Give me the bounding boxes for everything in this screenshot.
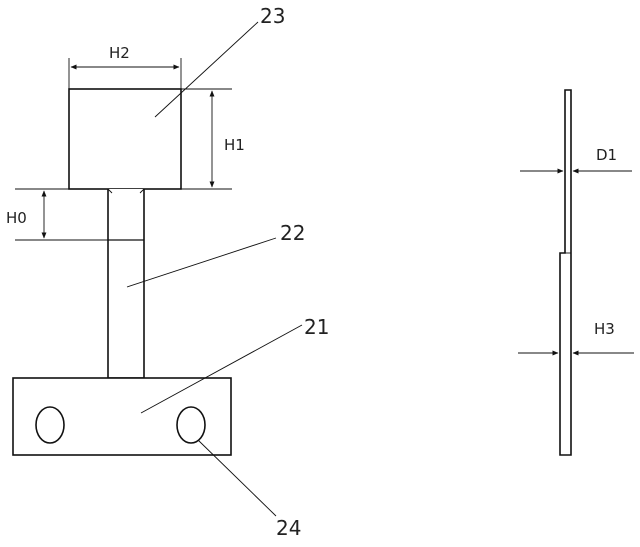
dimension-h3: H3 xyxy=(518,320,634,356)
dimension-d1: D1 xyxy=(520,146,632,174)
dimension-label-d1: D1 xyxy=(596,146,617,164)
hole-left-24 xyxy=(35,406,65,444)
label-22-group: 22 xyxy=(126,221,305,288)
dimension-h2: H2 xyxy=(68,44,182,89)
label-24-group: 24 xyxy=(197,439,301,540)
side-profile xyxy=(559,89,572,456)
part-label-24: 24 xyxy=(276,516,301,540)
label-23-group: 23 xyxy=(154,4,285,118)
part-label-21: 21 xyxy=(304,315,329,339)
dimension-label-h1: H1 xyxy=(224,136,245,154)
side-view xyxy=(559,89,572,456)
dimension-label-h3: H3 xyxy=(594,320,615,338)
part-label-23: 23 xyxy=(260,4,285,28)
dimension-label-h2: H2 xyxy=(109,44,130,62)
dimension-label-h0: H0 xyxy=(6,209,27,227)
dimension-h1: H1 xyxy=(181,88,245,190)
label-21-group: 21 xyxy=(140,315,329,414)
part-label-22: 22 xyxy=(280,221,305,245)
front-view xyxy=(12,88,232,456)
top-plate-23 xyxy=(68,88,182,190)
hole-right-24 xyxy=(176,406,206,444)
dimension-h0: H0 xyxy=(6,188,108,241)
